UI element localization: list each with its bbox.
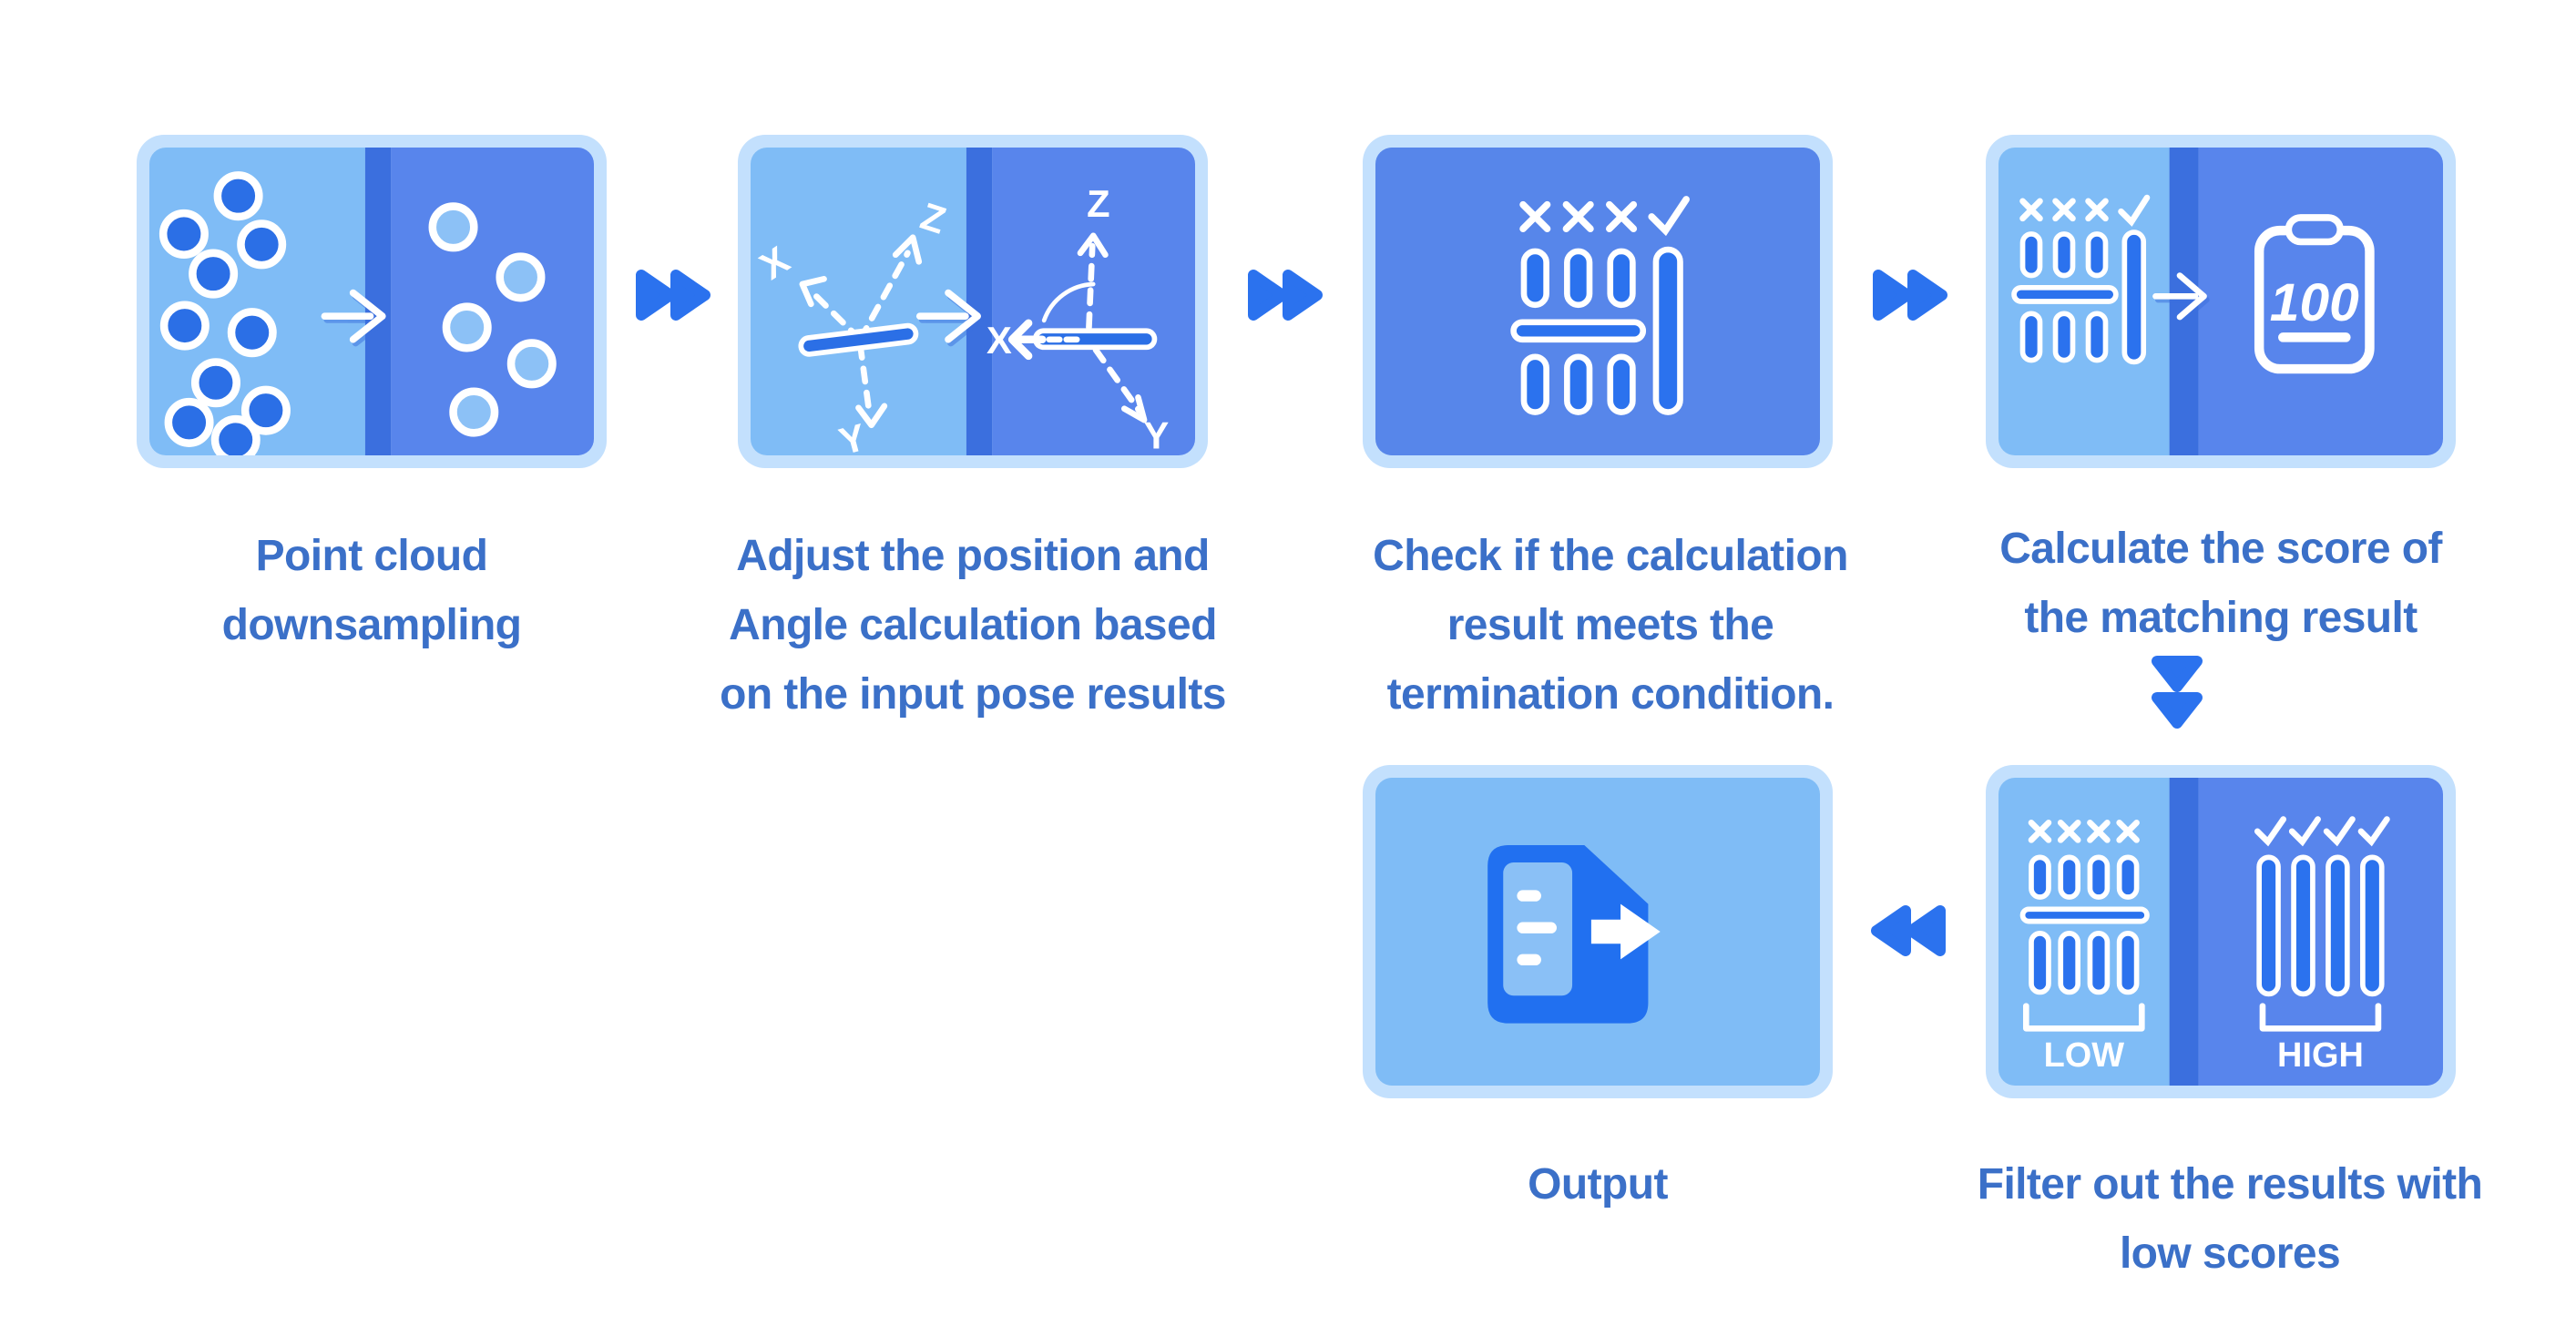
- check-mark-icon: [2288, 816, 2321, 847]
- dense-point-dots-icon: [158, 171, 291, 455]
- caption-pose-adjust: Adjust the position and Angle calculatio…: [645, 523, 1301, 730]
- step-box-pose-adjust-inner: X Z Y: [751, 148, 1195, 455]
- pose-adjust-illustration: X Z Y: [751, 148, 1195, 455]
- bars-chart-icon: [2011, 194, 2151, 365]
- step-box-termination-check-inner: [1375, 148, 1820, 455]
- caption-line: low scores: [2119, 1229, 2341, 1279]
- caption-filter: Filter out the results with low scores: [1866, 1151, 2576, 1290]
- step-box-score-inner: 100: [1998, 148, 2443, 455]
- panel-divider: [2169, 778, 2199, 1086]
- object-pill: [798, 322, 919, 357]
- text-line: [1517, 954, 1541, 966]
- transform-arrow-icon: [321, 289, 386, 343]
- caption-termination-check: Check if the calculation result meets th…: [1283, 523, 1938, 730]
- x-mark-icon: [2052, 198, 2076, 222]
- threshold-bar: [1510, 319, 1647, 343]
- text-line: [1517, 890, 1541, 902]
- caption-line: Calculate the score of: [1999, 525, 2442, 574]
- threshold-bar: [2011, 284, 2119, 304]
- x-mark-icon: [2085, 198, 2109, 222]
- fast-forward-icon: [1248, 270, 1323, 321]
- caption-output: Output: [1324, 1151, 1871, 1220]
- caption-line: Output: [1528, 1160, 1668, 1209]
- bars-chart-icon: [1510, 196, 1690, 415]
- rewind-arrow-icon: [1871, 905, 1946, 956]
- filter-illustration: LOW HIGH: [1998, 778, 2443, 1086]
- score-value: 100: [2270, 273, 2359, 332]
- check-mark-icon: [1648, 196, 1690, 237]
- step-box-output: [1363, 765, 1833, 1098]
- x-mark-icon: [2057, 820, 2081, 843]
- double-down-arrow-icon: [2152, 656, 2203, 729]
- threshold-bar: [2019, 906, 2150, 924]
- fast-forward-icon: [636, 270, 710, 321]
- termination-check-illustration: [1375, 148, 1820, 455]
- score-clipboard-icon: 100: [2254, 214, 2375, 374]
- passing-bar: [2121, 230, 2147, 365]
- transform-arrow-icon: [915, 289, 982, 343]
- panel-after: [2198, 148, 2443, 455]
- sparse-point-dots-icon: [428, 202, 557, 437]
- caption-score: Calculate the score of the matching resu…: [1911, 515, 2530, 654]
- check-mark-icon: [2254, 816, 2287, 847]
- step-box-pose-adjust: X Z Y: [738, 135, 1208, 468]
- step-box-downsample-inner: [149, 148, 594, 455]
- low-score-bars-icon: LOW: [2019, 820, 2150, 1075]
- check-mark-icon: [2323, 816, 2356, 847]
- caption-downsample: Point cloud downsampling: [98, 523, 645, 661]
- export-arrow-icon: [1590, 903, 1661, 960]
- score-illustration: 100: [1998, 148, 2443, 455]
- transform-arrow-icon: [2152, 272, 2207, 321]
- step-box-score: 100: [1986, 135, 2456, 468]
- caption-line: result meets the: [1446, 601, 1774, 650]
- passing-bar: [1652, 246, 1683, 415]
- axis-label-x: X: [986, 319, 1012, 362]
- panel-before: [751, 148, 966, 455]
- panel-after: [992, 148, 1195, 455]
- panel-low: [1998, 778, 2170, 1086]
- panel-solid: [1375, 148, 1820, 455]
- export-document-icon: [1487, 845, 1661, 1024]
- step-box-filter-inner: LOW HIGH: [1998, 778, 2443, 1086]
- downsample-illustration: [149, 148, 594, 455]
- caption-line: Point cloud: [255, 532, 488, 581]
- step-box-downsample: [137, 135, 607, 468]
- axis-label-z: Z: [1087, 182, 1109, 225]
- group-bracket: [2023, 1003, 2145, 1032]
- low-label: LOW: [2044, 1036, 2125, 1075]
- x-mark-icon: [2116, 820, 2140, 843]
- x-mark-icon: [2087, 820, 2111, 843]
- score-underline: [2278, 332, 2351, 342]
- check-mark-icon: [2357, 816, 2390, 847]
- caption-line: the matching result: [2024, 594, 2418, 643]
- x-mark-icon: [1562, 200, 1594, 233]
- panel-high: [2198, 778, 2443, 1086]
- caption-line: Check if the calculation: [1373, 532, 1848, 581]
- x-mark-icon: [1519, 200, 1551, 233]
- group-bracket: [2259, 1003, 2382, 1032]
- caption-line: downsampling: [221, 601, 522, 650]
- clipboard-clip: [2285, 214, 2345, 246]
- check-mark-icon: [2118, 194, 2151, 227]
- caption-line: termination condition.: [1386, 670, 1835, 719]
- panel-divider: [966, 148, 993, 455]
- aligned-axes-icon: X Z Y: [986, 182, 1169, 455]
- axis-label-y: Y: [1143, 413, 1169, 455]
- x-mark-icon: [2028, 820, 2052, 843]
- x-mark-icon: [1606, 200, 1638, 233]
- text-line: [1517, 922, 1557, 933]
- caption-line: Angle calculation based: [729, 601, 1217, 650]
- step-box-filter: LOW HIGH: [1986, 765, 2456, 1098]
- high-score-bars-icon: HIGH: [2254, 816, 2390, 1075]
- step-box-termination-check: [1363, 135, 1833, 468]
- caption-line: on the input pose results: [720, 670, 1226, 719]
- step-box-output-inner: [1375, 778, 1820, 1086]
- output-illustration: [1375, 778, 1820, 1086]
- caption-line: Adjust the position and: [736, 532, 1210, 581]
- fast-forward-icon: [1873, 270, 1947, 321]
- caption-line: Filter out the results with: [1977, 1160, 2483, 1209]
- high-label: HIGH: [2277, 1036, 2364, 1075]
- x-mark-icon: [2019, 198, 2043, 222]
